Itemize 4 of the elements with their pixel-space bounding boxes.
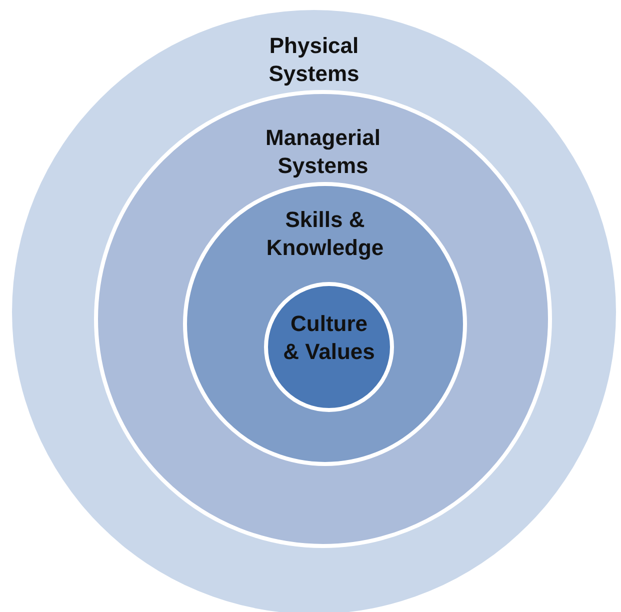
ring-label: Physical Systems <box>268 32 360 88</box>
ring-label: Managerial Systems <box>264 124 382 180</box>
ring-label: Skills & Knowledge <box>265 206 385 262</box>
ring-label: Culture & Values <box>282 310 376 366</box>
